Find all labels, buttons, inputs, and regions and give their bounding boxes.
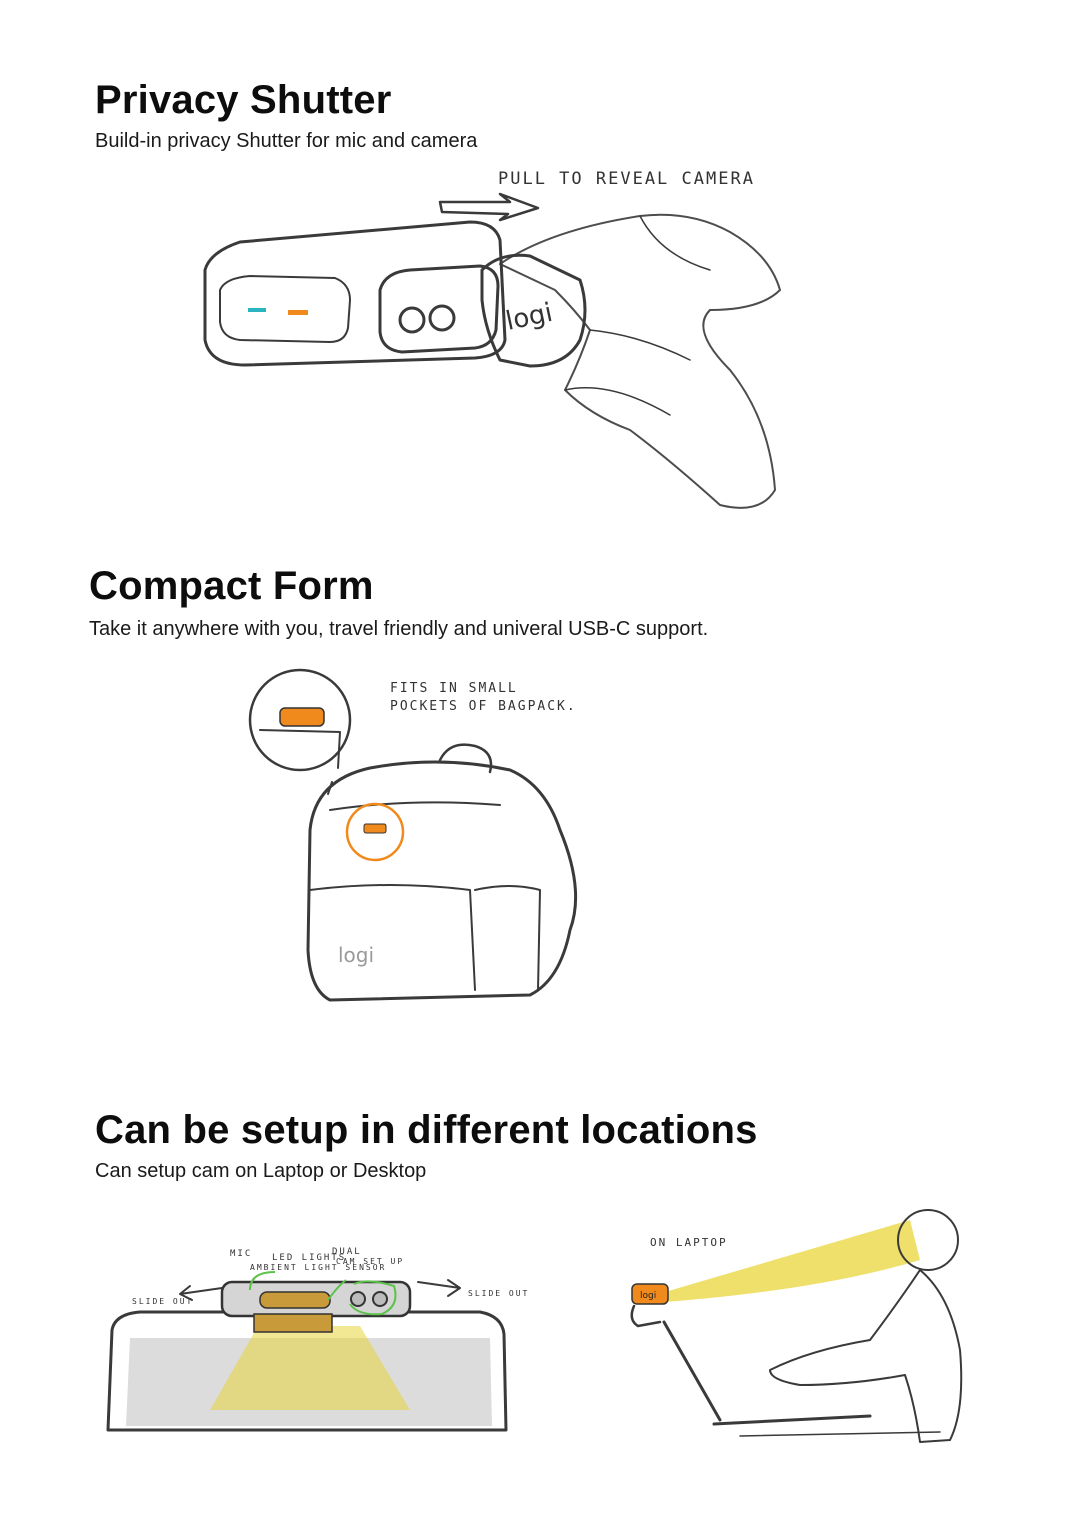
- arrow-right-icon-desktop: [417, 1279, 461, 1297]
- person-head: [897, 1209, 959, 1271]
- status-light-orange: [288, 310, 308, 315]
- section-subtitle-privacy-shutter: Build-in privacy Shutter for mic and cam…: [95, 130, 478, 152]
- annotation-led-lights: LED LIGHTS: [272, 1253, 346, 1263]
- annotation-pockets-backpack: POCKETS OF BAGPACK.: [390, 699, 577, 714]
- camera-lens-left: [398, 306, 426, 334]
- annotation-pull-to-reveal: PULL TO REVEAL CAMERA: [498, 169, 755, 189]
- light-beam-laptop: [665, 1220, 920, 1302]
- pocket-highlight-circle: [345, 802, 405, 862]
- person-body: [769, 1269, 963, 1443]
- backpack-logo-logi: logi: [338, 943, 374, 967]
- annotation-on-laptop: ON LAPTOP: [650, 1236, 728, 1249]
- annotation-fits-small: FITS IN SMALL: [390, 681, 518, 696]
- annotation-ambient-light-sensor: AMBIENT LIGHT SENSOR: [250, 1263, 386, 1272]
- laptop-setup-sketch: ON LAPTOP logi: [630, 1209, 963, 1443]
- annotation-slide-out-right: SLIDE OUT: [468, 1289, 529, 1298]
- backpack-sketch: FITS IN SMALL POCKETS OF BAGPACK. logi: [248, 668, 578, 1002]
- webcam-in-backpack: [363, 823, 387, 834]
- section-subtitle-compact-form: Take it anywhere with you, travel friend…: [89, 618, 709, 640]
- privacy-shutter-sketch: PULL TO REVEAL CAMERA logi: [203, 169, 781, 509]
- section-title-compact-form: Compact Form: [89, 564, 374, 608]
- logo-logi: logi: [503, 298, 555, 337]
- highlight-green: [249, 1271, 397, 1316]
- arrow-left-icon: [179, 1285, 223, 1301]
- webcam-laptop: [631, 1283, 669, 1305]
- laptop-cam-logo: logi: [640, 1291, 656, 1301]
- annotation-slide-out-left: SLIDE OUT: [132, 1297, 193, 1306]
- arrow-right-icon: [438, 192, 540, 222]
- annotation-dual: DUAL: [332, 1247, 362, 1257]
- desktop-setup-sketch: MIC LED LIGHTS AMBIENT LIGHT SENSOR DUAL…: [106, 1247, 527, 1432]
- webcam-body: [203, 220, 507, 367]
- annotation-cam-set-up: CAM SET UP: [336, 1257, 404, 1266]
- hand-sketch: [499, 213, 781, 509]
- webcam-in-pocket: [279, 707, 325, 727]
- light-beam-desktop: [210, 1326, 410, 1410]
- section-subtitle-locations: Can setup cam on Laptop or Desktop: [95, 1160, 427, 1182]
- laptop-screen: [662, 1320, 722, 1422]
- annotation-mic: MIC: [230, 1249, 252, 1259]
- laptop-base: [712, 1414, 872, 1426]
- status-light-teal: [248, 308, 266, 312]
- section-title-locations: Can be setup in different locations: [95, 1108, 758, 1152]
- zoom-detail-circle: [248, 668, 352, 772]
- camera-lens-right: [428, 304, 456, 332]
- section-title-privacy-shutter: Privacy Shutter: [95, 78, 392, 122]
